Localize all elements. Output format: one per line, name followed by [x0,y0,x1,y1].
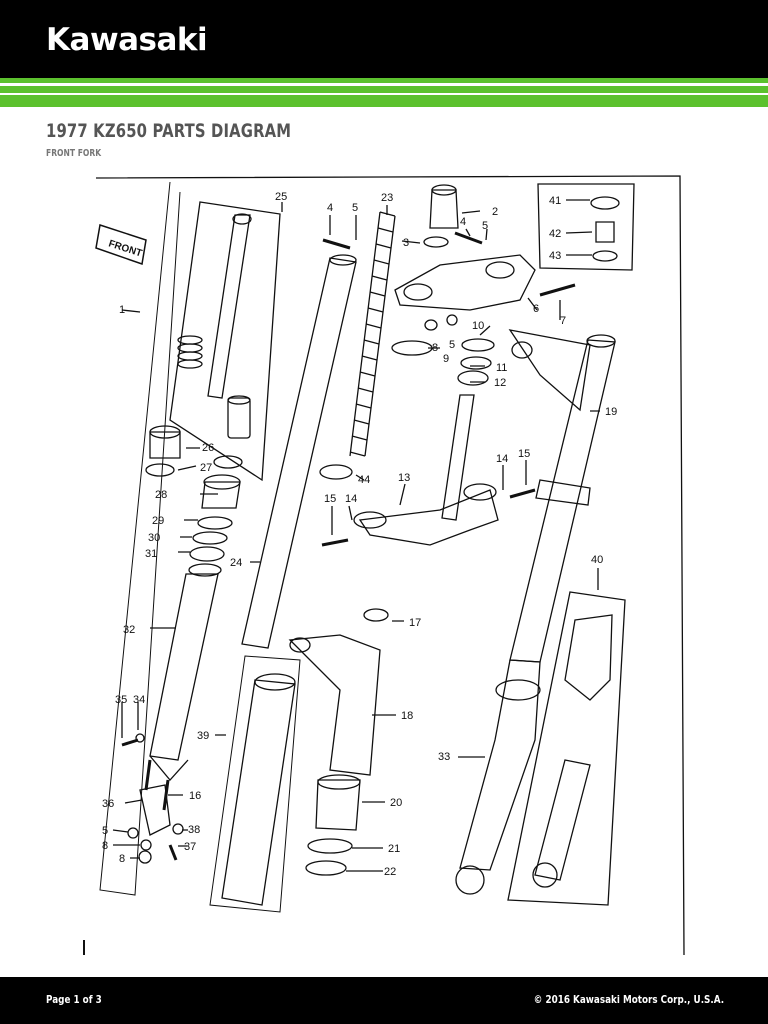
green-stripe [0,78,768,83]
callout: 43 [549,250,561,262]
callout: 5 [482,220,488,232]
detail-box-25 [169,201,281,482]
stripe-gap [0,83,768,86]
green-stripe [0,95,768,107]
callout: 36 [102,798,114,810]
callout: 5 [352,202,358,214]
upper-bracket-6 [394,254,536,311]
callout: 11 [496,362,507,374]
callout: 33 [438,751,450,763]
outer-tube-left [149,573,219,761]
callout: 44 [358,474,370,486]
callout: 37 [184,841,196,853]
callout: 40 [591,554,603,566]
callout: 34 [133,694,145,706]
callout: 26 [202,442,214,454]
inner-tube-top [207,214,251,399]
callout: 7 [560,315,566,327]
callout: 8 [119,853,125,865]
callout: 28 [155,489,167,501]
parts-diagram: 1 2 3 4 5 4 5 6 7 8 5 9 10 11 12 13 14 1… [83,175,685,956]
callout: 35 [115,694,127,706]
copyright: © 2016 Kawasaki Motors Corp., U.S.A. [533,993,724,1006]
callout: 6 [533,303,539,315]
fork-spring-23 [349,211,396,457]
callout: 10 [472,320,484,332]
callout: 23 [381,192,393,204]
header-bar: Kawasaki [0,0,768,78]
diagram-border [95,175,685,956]
callout: 16 [189,790,201,802]
callout: 41 [549,195,561,207]
callout: 19 [605,406,617,418]
front-label: FRONT [107,238,143,259]
callout: 15 [324,493,336,505]
page-number: Page 1 of 3 [46,993,102,1006]
callout: 24 [230,557,242,569]
callout: 4 [460,216,466,228]
callout: 30 [148,532,160,544]
small-spring [177,335,203,369]
callout: 5 [449,339,455,351]
callout: 31 [145,548,157,560]
callout: 17 [409,617,421,629]
green-stripe [0,86,768,93]
callout: 14 [496,453,508,465]
fork-tube-24 [241,257,357,649]
callout: 13 [398,472,410,484]
callout: 42 [549,228,561,240]
callout: 8 [102,840,108,852]
front-arrow-icon [95,224,147,266]
callout: 38 [188,824,200,836]
callout: 20 [390,797,402,809]
callout: 4 [327,202,333,214]
callout: 3 [403,237,409,249]
callout: 2 [492,206,498,218]
lower-leg-33 [459,659,541,871]
callout: 27 [200,462,212,474]
callout: 39 [197,730,209,742]
steering-stem-13 [441,394,475,521]
callout: 25 [275,191,287,203]
page-subtitle: FRONT FORK [46,148,102,159]
callout: 22 [384,866,396,878]
kawasaki-logo: Kawasaki [46,22,208,58]
stripe-gap [0,93,768,95]
callout-labels: 1 2 3 4 5 4 5 6 7 8 5 9 10 11 12 13 14 1… [102,191,617,878]
headlight-bracket-18 [288,634,381,776]
callout: 14 [345,493,357,505]
callout: 21 [388,843,400,855]
detail-box-41 [537,183,635,271]
callout: 32 [123,624,135,636]
callout: 12 [494,377,506,389]
callout: 9 [443,353,449,365]
page-title: 1977 KZ650 PARTS DIAGRAM [46,120,292,142]
callout: 15 [518,448,530,460]
callout: 1 [119,304,125,316]
callout: 18 [401,710,413,722]
callout: 8 [432,342,438,354]
callout: 5 [102,825,108,837]
footer-bar: Page 1 of 3 © 2016 Kawasaki Motors Corp.… [0,977,768,1024]
detail-box-40 [507,591,626,906]
callout: 29 [152,515,164,527]
lower-leg-39 [221,679,296,906]
